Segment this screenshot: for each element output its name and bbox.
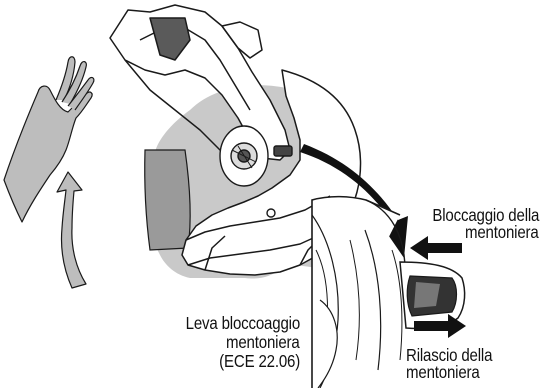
lever-label-line2: mentoniera xyxy=(226,333,300,352)
visor-tint xyxy=(145,150,190,250)
lever-label-line1: Leva bloccoaggio xyxy=(186,314,300,333)
raised-hand-icon xyxy=(4,57,94,222)
curved-up-arrow-icon xyxy=(57,172,86,288)
lever-label-line3: (ECE 22.06) xyxy=(219,352,300,371)
arrow-left-icon xyxy=(410,236,462,260)
lock-label-line2: mentoniera xyxy=(465,223,539,242)
release-label-line2: mentoniera xyxy=(406,363,480,382)
